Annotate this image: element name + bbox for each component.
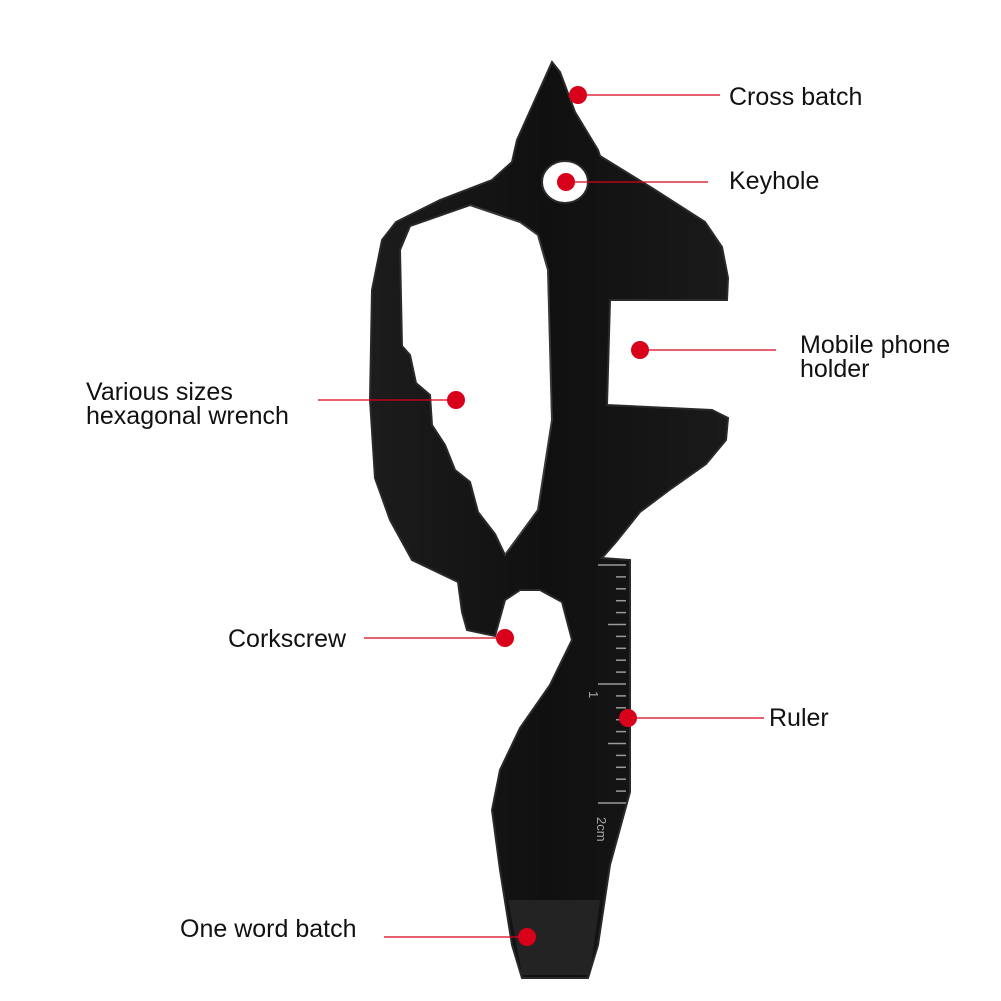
label-cross-batch: Cross batch <box>729 83 863 111</box>
leader-lines <box>318 94 776 938</box>
ruler-ticks <box>598 564 626 804</box>
label-phone-holder-line2: holder <box>800 355 870 383</box>
marker-hex-wrench <box>447 391 465 409</box>
label-keyhole: Keyhole <box>729 167 820 195</box>
marker-ruler <box>619 709 637 727</box>
marker-phone-holder <box>631 341 649 359</box>
label-phone-holder: Mobile phone holder <box>800 331 951 383</box>
marker-one-word-batch <box>518 928 536 946</box>
label-phone-holder-line1: Mobile phone <box>800 331 951 359</box>
tool-body <box>368 60 730 979</box>
marker-corkscrew <box>496 629 514 647</box>
markers <box>447 86 649 946</box>
marker-cross-batch <box>569 86 587 104</box>
label-hex-wrench: Various sizes hexagonal wrench <box>86 378 289 430</box>
ruler-mark-2cm: 2cm <box>594 817 609 842</box>
hex-cutout-edge <box>469 204 553 556</box>
label-hex-wrench-line2: hexagonal wrench <box>86 402 289 430</box>
label-ruler: Ruler <box>769 704 829 732</box>
marker-keyhole <box>557 173 575 191</box>
flat-blade-highlight <box>508 900 600 975</box>
label-hex-wrench-line1: Various sizes <box>86 378 233 406</box>
label-corkscrew: Corkscrew <box>228 625 347 653</box>
ruler-mark-1: 1 <box>586 691 601 698</box>
label-one-word-batch: One word batch <box>180 915 357 943</box>
